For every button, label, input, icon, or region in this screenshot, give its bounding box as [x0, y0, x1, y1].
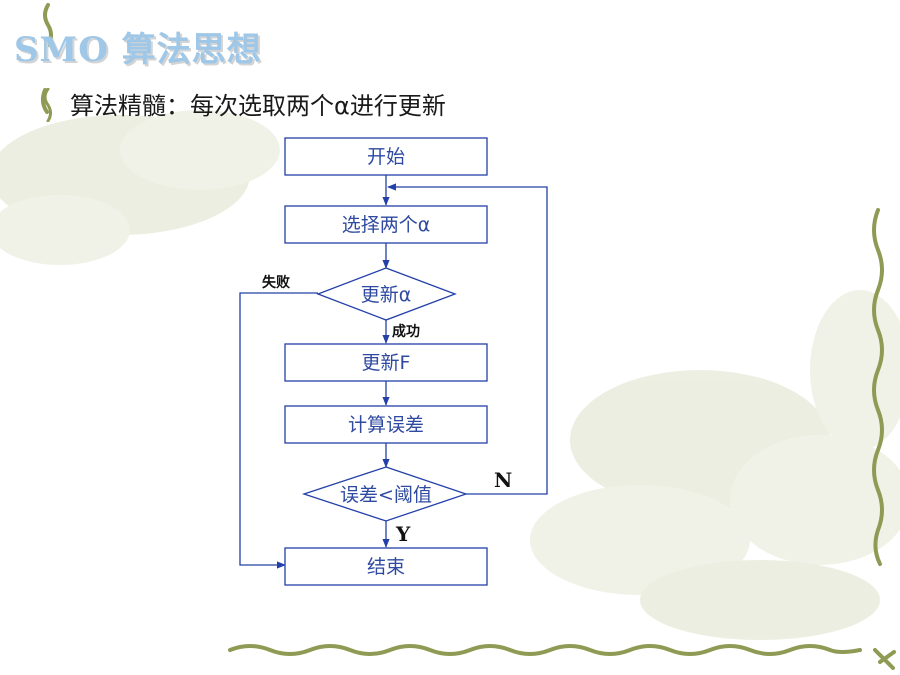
bullet-vine-icon [43, 88, 52, 122]
flow-edge-labels: 失败 成功 N Y [262, 274, 512, 546]
node-update-f [284, 343, 488, 382]
flow-node-labels: 开始 选择两个α 更新α 更新F 计算误差 误差<阈值 结束 [340, 146, 432, 578]
flow-nodes [284, 137, 488, 586]
node-update-alpha [316, 267, 457, 321]
node-compute-error-label: 计算误差 [348, 414, 424, 436]
slide-title: SMO 算法思想 [14, 30, 262, 70]
node-update-alpha-label: 更新α [361, 284, 412, 306]
node-update-f-label: 更新F [362, 352, 411, 374]
edge-label-fail: 失败 [262, 274, 291, 291]
edge-fail-loop [239, 292, 318, 569]
node-end [284, 547, 488, 586]
node-select [284, 205, 488, 244]
edge-label-success: 成功 [392, 323, 420, 340]
vine-border [40, 3, 896, 670]
node-end-label: 结束 [367, 556, 405, 578]
node-compute-error [284, 405, 488, 444]
node-select-label: 选择两个α [342, 214, 431, 236]
node-start-label: 开始 [367, 146, 405, 168]
edge-label-yes: Y [395, 522, 411, 546]
flow-connectors [239, 175, 548, 569]
node-check-threshold-label: 误差<阈值 [340, 484, 432, 506]
node-check-threshold [301, 466, 469, 522]
edge-no-loop [387, 183, 548, 495]
subtitle: 算法精髓：每次选取两个α进行更新 [70, 92, 446, 120]
edge-label-no: N [494, 468, 512, 492]
node-start [284, 137, 488, 176]
